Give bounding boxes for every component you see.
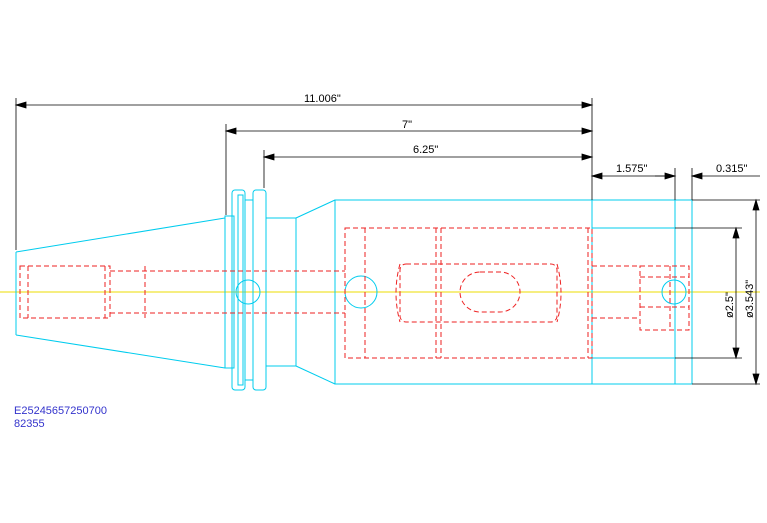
dim-length-0-315: 0.315" bbox=[716, 163, 748, 175]
dimension-lines bbox=[14, 98, 760, 386]
dim-diameter-3-543: ø3.543" bbox=[744, 280, 756, 318]
dim-overall-length: 11.006" bbox=[304, 93, 341, 105]
dim-length-1-575: 1.575" bbox=[616, 163, 648, 175]
part-code-line-1: E25245657250700 bbox=[14, 405, 107, 417]
dim-length-6-25: 6.25" bbox=[413, 144, 438, 156]
part-code-line-2: 82355 bbox=[14, 418, 45, 430]
part-code: E25245657250700 82355 bbox=[14, 405, 107, 431]
dim-diameter-2-5: ø2.5" bbox=[724, 292, 736, 318]
part-outline bbox=[15, 189, 693, 391]
hidden-lines bbox=[19, 227, 690, 359]
dim-length-7: 7" bbox=[402, 119, 412, 131]
